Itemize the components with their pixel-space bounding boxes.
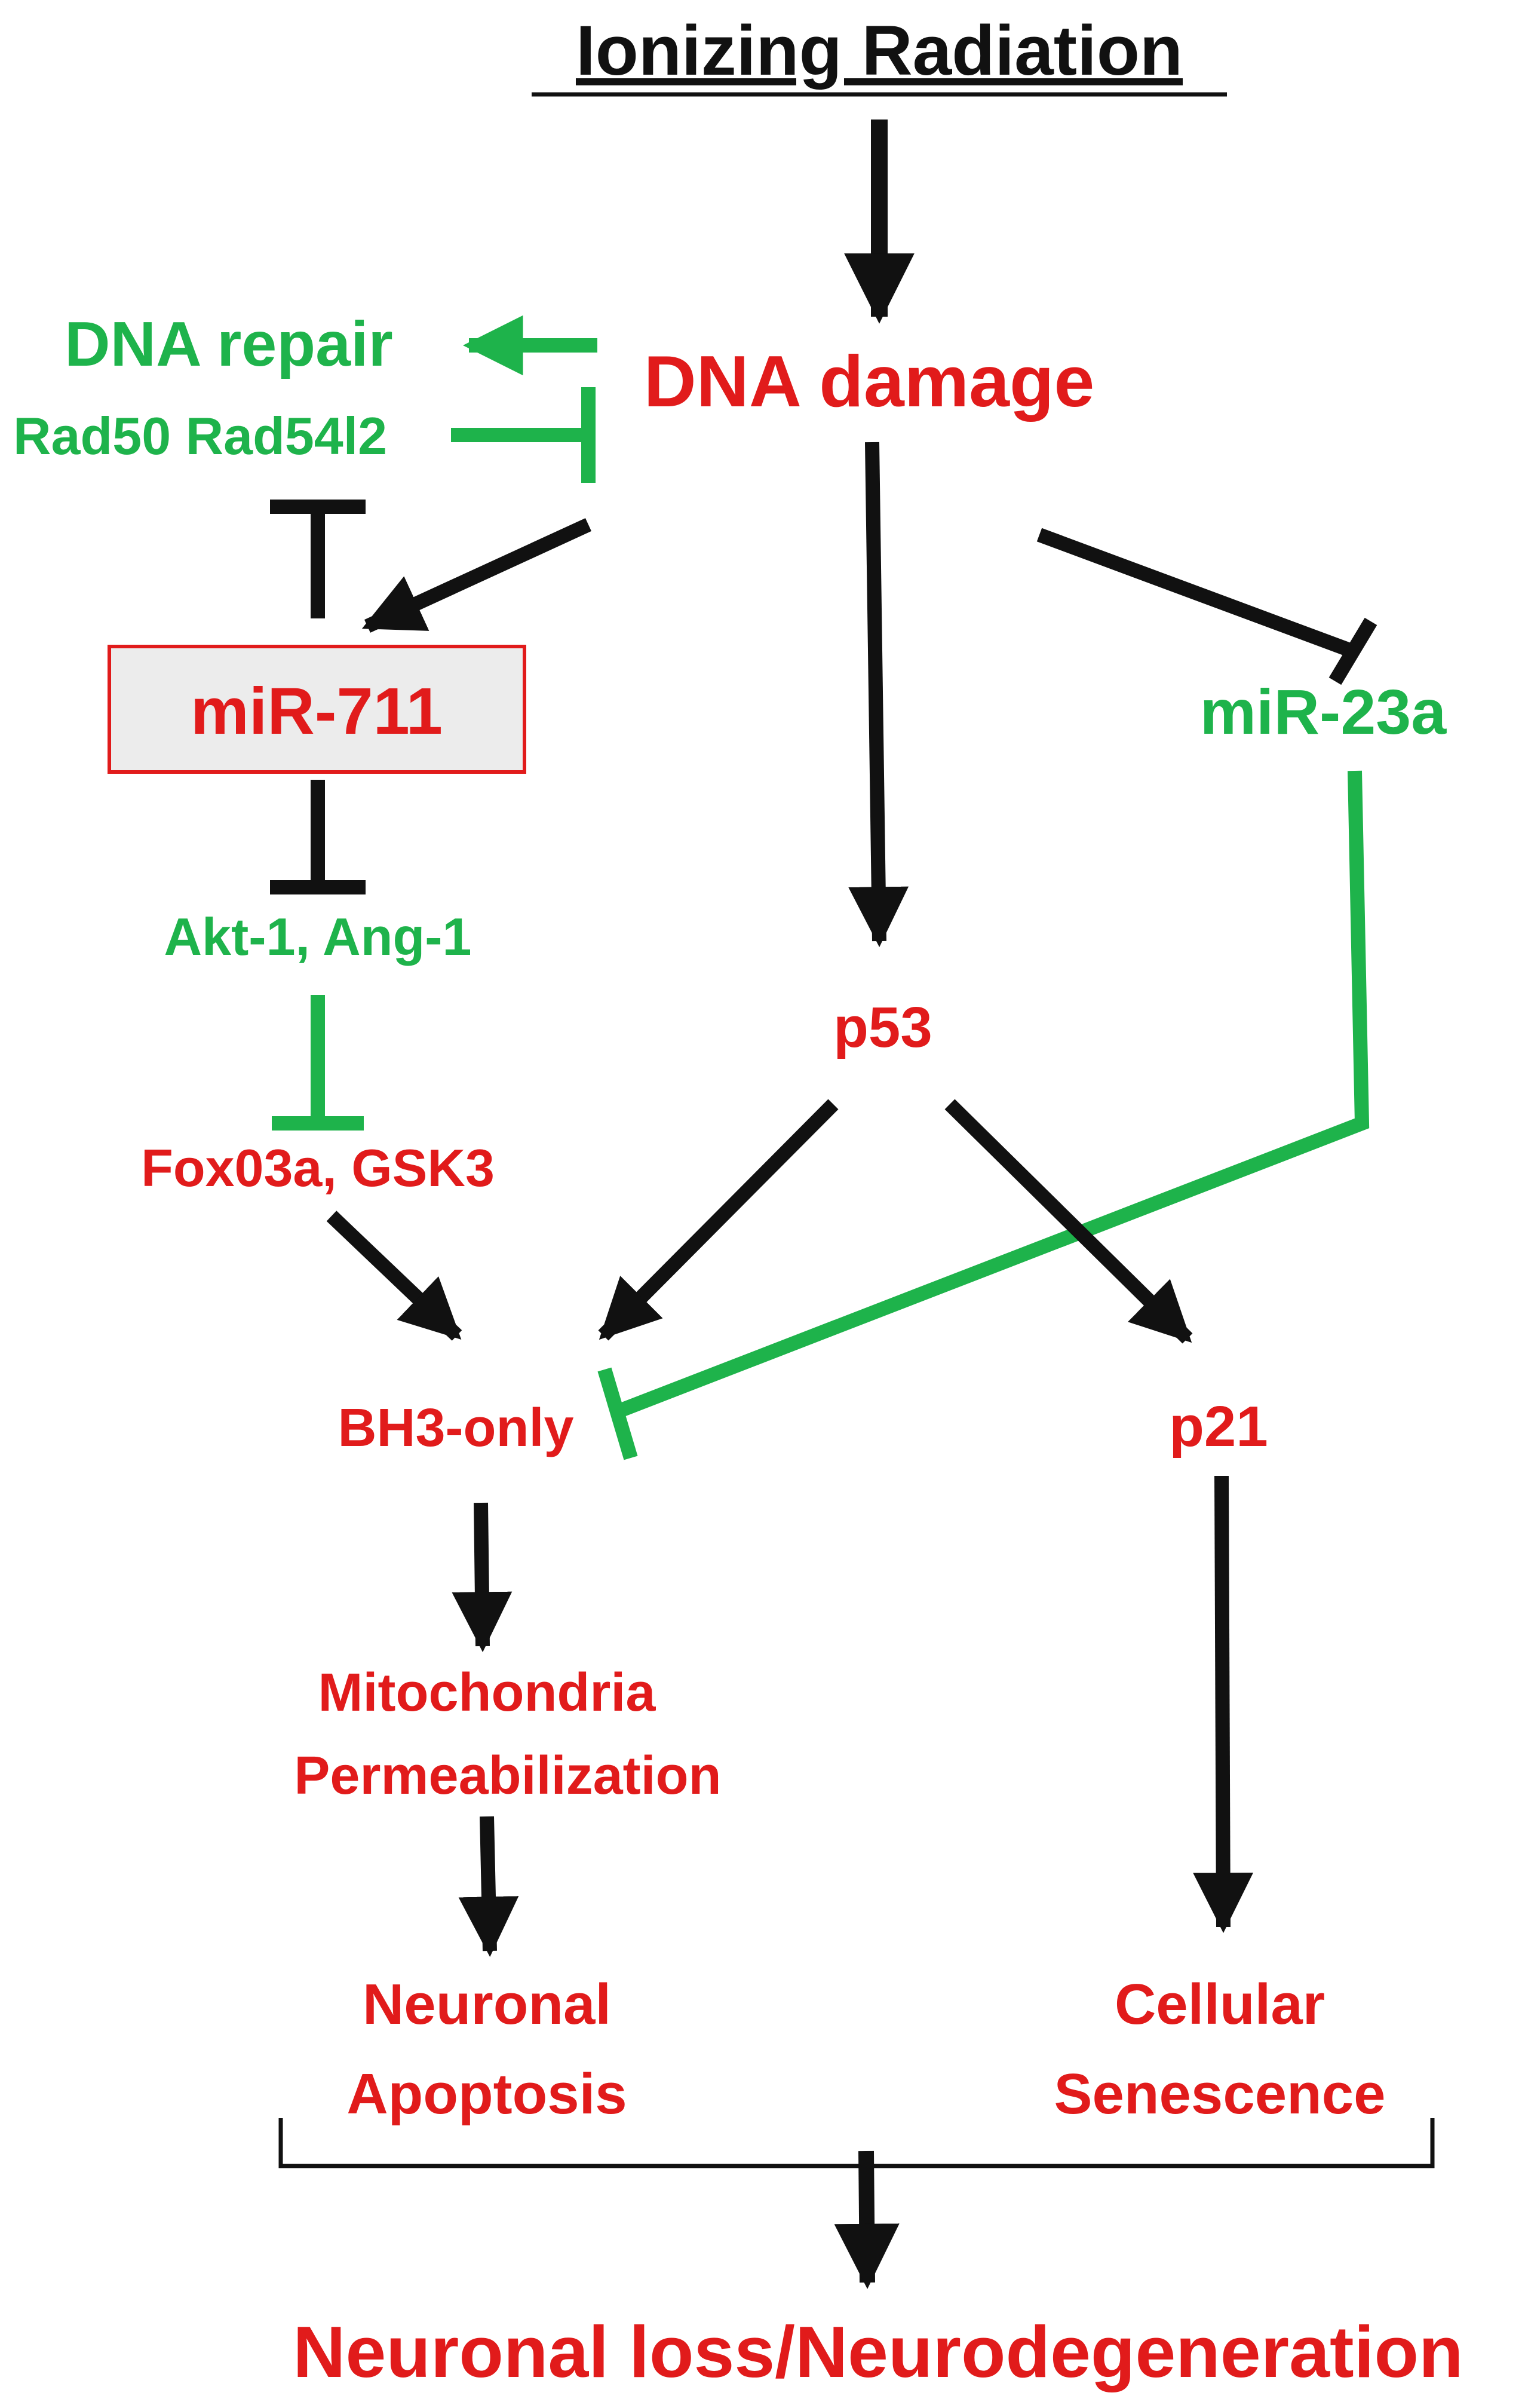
- inhibition-mir711-to-akt: [270, 780, 366, 894]
- p21-node: p21: [1169, 1395, 1268, 1459]
- mir711-box: [108, 645, 526, 774]
- neurodegeneration-outcome: Neuronal loss/Neurodegeneration: [293, 2311, 1463, 2392]
- akt-ang-node: Akt-1, Ang-1: [164, 907, 472, 966]
- inhibition-akt-to-fox: [272, 995, 364, 1131]
- arrow-mitochondria-to-apoptosis: [458, 1816, 519, 1957]
- arrow-p21-to-senescence: [1193, 1475, 1254, 1934]
- mir711-node: miR-711: [191, 675, 443, 748]
- mitochondria-line2: Permeabilization: [294, 1746, 721, 1806]
- arrow-fox-to-bh3: [326, 1211, 462, 1341]
- bh3-only-node: BH3-only: [337, 1398, 573, 1458]
- senescence-line1: Cellular: [1115, 1972, 1325, 2036]
- mitochondria-line1: Mitochondria: [318, 1663, 656, 1723]
- inhibition-rad-to-mir711: [270, 500, 366, 618]
- arrow-p53-to-bh3: [598, 1099, 839, 1341]
- fox-gsk-node: Fox03a, GSK3: [141, 1138, 495, 1197]
- dna-damage-node: DNA damage: [644, 341, 1095, 422]
- apoptosis-line1: Neuronal: [363, 1972, 611, 2036]
- arrow-dna-damage-to-p53: [848, 442, 909, 948]
- mir23a-node: miR-23a: [1200, 677, 1447, 747]
- p53-node: p53: [833, 995, 932, 1059]
- arrow-p53-to-p21: [944, 1099, 1193, 1344]
- arrow-to-outcome: [834, 2150, 900, 2289]
- dna-repair-node: DNA repair: [65, 309, 393, 379]
- ionizing-radiation-title: Ionizing Radiation: [576, 11, 1183, 90]
- arrow-dna-damage-to-mir711: [361, 518, 592, 633]
- inhibition-rad-to-dna-damage: [451, 387, 596, 483]
- apoptosis-line2: Apoptosis: [346, 2062, 627, 2126]
- arrow-bh3-to-mitochondria: [452, 1502, 513, 1653]
- senescence-line2: Senescence: [1054, 2062, 1385, 2126]
- inhibition-mir23a-to-bh3: [597, 770, 1370, 1460]
- rad50-rad54l2-node: Rad50 Rad54l2: [13, 406, 387, 465]
- inhibition-dna-damage-to-mir23a: [1036, 528, 1377, 685]
- outcome-bracket: [278, 2118, 1435, 2168]
